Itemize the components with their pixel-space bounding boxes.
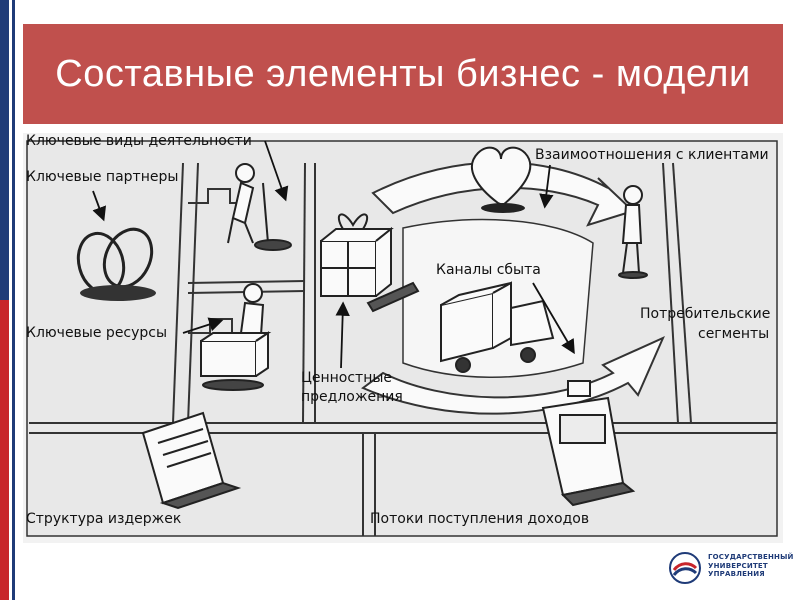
slide-title: Составные элементы бизнес - модели xyxy=(55,52,751,95)
label-value-propositions-2: предложения xyxy=(301,389,403,405)
label-key-activities: Ключевые виды деятельности xyxy=(26,133,252,149)
logo-emblem-icon xyxy=(669,552,701,584)
label-channels: Каналы сбыта xyxy=(436,262,541,278)
title-banner: Составные элементы бизнес - модели xyxy=(23,24,783,124)
receipt-icon xyxy=(141,411,242,510)
logo-line-3: УПРАВЛЕНИЯ xyxy=(708,570,765,578)
canvas-drawing xyxy=(23,133,783,543)
resources-icon xyxy=(200,283,272,391)
slide-side-stripe xyxy=(0,0,16,600)
logo-line-1: ГОСУДАРСТВЕННЫЙ xyxy=(708,553,794,561)
stripe-white xyxy=(9,0,12,600)
label-customer-relationships: Взаимоотношения с клиентами xyxy=(535,147,769,163)
label-revenue-streams: Потоки поступления доходов xyxy=(370,511,590,527)
label-value-propositions-1: Ценностные xyxy=(301,370,393,386)
rings-shadow xyxy=(80,285,156,301)
business-model-canvas: Ключевые виды деятельности Ключевые парт… xyxy=(23,133,783,543)
cash-register-icon xyxy=(541,380,636,507)
label-key-resources: Ключевые ресурсы xyxy=(26,325,168,341)
logo-text: ГОСУДАРСТВЕННЫЙ УНИВЕРСИТЕТ УПРАВЛЕНИЯ xyxy=(708,553,794,579)
label-key-partners: Ключевые партнеры xyxy=(26,169,179,185)
pointer-arrows xyxy=(92,140,575,369)
label-customer-segments-2: сегменты xyxy=(698,326,770,342)
gift-icon xyxy=(320,213,420,313)
label-cost-structure: Структура издержек xyxy=(26,511,182,527)
label-customer-segments-1: Потребительские xyxy=(640,306,771,322)
stripe-blue xyxy=(0,0,9,300)
truck-icon xyxy=(440,281,555,373)
heart-icon xyxy=(471,146,532,207)
stripe-blue-thin xyxy=(12,0,15,600)
stripe-red xyxy=(0,300,9,600)
logo-line-2: УНИВЕРСИТЕТ xyxy=(708,561,768,570)
block-grid xyxy=(29,162,777,536)
worker-icon xyxy=(227,163,292,251)
customer-icon xyxy=(618,185,648,279)
